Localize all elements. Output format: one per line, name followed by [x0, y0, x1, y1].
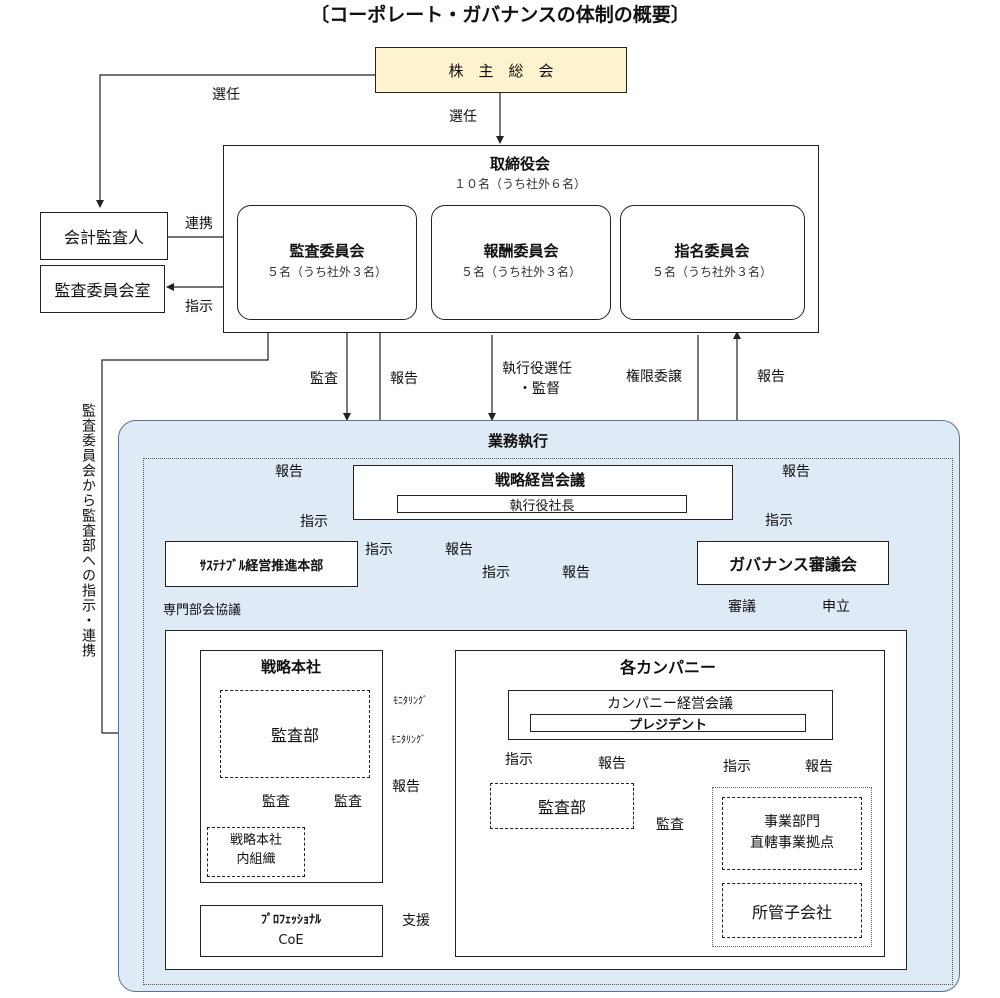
coe-line1: ﾌﾟﾛﾌｪｯｼｮﾅﾙ — [260, 912, 322, 926]
label-report-audit: 報告 — [445, 542, 473, 558]
execution-title: 業務執行 — [487, 432, 549, 450]
sustainability-hq-label: ｻｽﾃﾅﾌﾞﾙ経営推進本部 — [199, 558, 324, 574]
label-instruct-b: 指示 — [723, 759, 751, 775]
division-group — [712, 787, 872, 947]
committee-audit — [237, 205, 417, 320]
company-audit-dept: 監査部 — [490, 783, 634, 829]
label-exec-elect-1: 執行役選任 — [502, 361, 572, 377]
label-audit: 監査 — [310, 371, 338, 387]
label-report-right: 報告 — [757, 369, 785, 385]
label-report-a: 報告 — [598, 756, 626, 772]
label-audit-a: 監査 — [262, 794, 290, 810]
president-label: 執行役社長 — [509, 498, 575, 514]
board-title: 取締役会 — [489, 155, 551, 173]
division-line2: 直轄事業拠点 — [750, 835, 834, 851]
shareholders-label: 株 主 総 会 — [448, 61, 554, 80]
audit-committee-office-label: 監査委員会室 — [54, 281, 151, 300]
coe-line2: CoE — [278, 933, 304, 948]
label-petition: 申立 — [822, 599, 850, 615]
committee-audit-members: ５名（うち社外３名） — [266, 265, 388, 279]
committee-audit-name: 監査委員会 — [289, 242, 365, 260]
label-report-back: 報告 — [392, 779, 420, 795]
strategy-internal-org — [207, 827, 305, 877]
vertical-note: 監査委員会から監査部への指示・連携 — [80, 403, 96, 658]
label-cooperate: 連携 — [185, 216, 213, 232]
internal-org-line2: 内組織 — [236, 852, 276, 867]
committee-compensation-name: 報酬委員会 — [483, 242, 559, 260]
diagram-title: 〔コーポレート・ガバナンスの体制の概要〕 — [310, 4, 690, 26]
professional-coe — [200, 905, 383, 957]
label-report-up: 報告 — [562, 565, 590, 581]
label-report-gov: 報告 — [782, 464, 810, 480]
company-president-label: プレジデント — [628, 717, 707, 733]
strategy-hq-title: 戦略本社 — [260, 658, 322, 676]
label-instruct-gov: 指示 — [765, 513, 793, 529]
company-audit-dept-label: 監査部 — [537, 798, 586, 817]
label-instruct-audit: 指示 — [365, 542, 393, 558]
label-monitoring-2: ﾓﾆﾀﾘﾝｸﾞ — [391, 735, 426, 746]
committee-nomination-name: 指名委員会 — [674, 242, 750, 260]
committee-nomination-members: ５名（うち社外３名） — [651, 265, 773, 279]
governance-council: ガバナンス審議会 — [697, 541, 889, 585]
label-delegate: 権限委譲 — [626, 369, 682, 385]
shareholders-meeting: 株 主 総 会 — [375, 47, 627, 93]
label-instruct-sus: 指示 — [300, 514, 328, 530]
execution-inner-frame — [143, 458, 953, 985]
board-members: １０名（うち社外６名） — [453, 177, 587, 191]
each-company-title: 各カンパニー — [619, 658, 717, 677]
label-support: 支援 — [402, 913, 430, 929]
accounting-auditor: 会計監査人 — [40, 212, 168, 260]
strategy-audit-dept: 監査部 — [220, 690, 370, 778]
label-audit-c: 監査 — [656, 817, 684, 833]
committee-nomination — [620, 205, 805, 320]
label-report-sus: 報告 — [275, 464, 303, 480]
label-specialist: 専門部会協議 — [163, 603, 242, 618]
division-direct-bases — [722, 797, 862, 870]
label-instruct-a: 指示 — [505, 752, 533, 768]
label-elect-center: 選任 — [449, 109, 477, 125]
accounting-auditor-label: 会計監査人 — [63, 228, 144, 247]
label-deliberate: 審議 — [728, 599, 756, 615]
audit-committee-office: 監査委員会室 — [40, 265, 165, 313]
committee-compensation-members: ５名（うち社外３名） — [460, 265, 582, 279]
label-report-b: 報告 — [805, 759, 833, 775]
governance-council-label: ガバナンス審議会 — [729, 555, 857, 574]
label-instruct-down: 指示 — [482, 565, 510, 581]
label-audit-b: 監査 — [334, 794, 362, 810]
committee-compensation — [431, 205, 611, 320]
strategy-meeting-label: 戦略経営会議 — [494, 471, 586, 489]
internal-org-line1: 戦略本社 — [229, 833, 283, 848]
company-mgmt-meeting-label: カンパニー経営会議 — [607, 696, 733, 712]
company-president-box: プレジデント — [530, 714, 806, 733]
strategy-audit-dept-label: 監査部 — [270, 726, 319, 745]
sustainability-hq: ｻｽﾃﾅﾌﾞﾙ経営推進本部 — [165, 541, 358, 587]
label-monitoring-1: ﾓﾆﾀﾘﾝｸﾞ — [393, 696, 428, 707]
label-exec-elect-2: ・監督 — [518, 381, 560, 397]
label-report: 報告 — [390, 371, 418, 387]
president-box: 執行役社長 — [397, 495, 687, 514]
subsidiaries-label: 所管子会社 — [751, 902, 832, 922]
subsidiaries: 所管子会社 — [722, 883, 862, 938]
division-line1: 事業部門 — [764, 814, 820, 830]
label-instruct-office: 指示 — [185, 299, 213, 315]
label-elect-left: 選任 — [212, 87, 240, 103]
